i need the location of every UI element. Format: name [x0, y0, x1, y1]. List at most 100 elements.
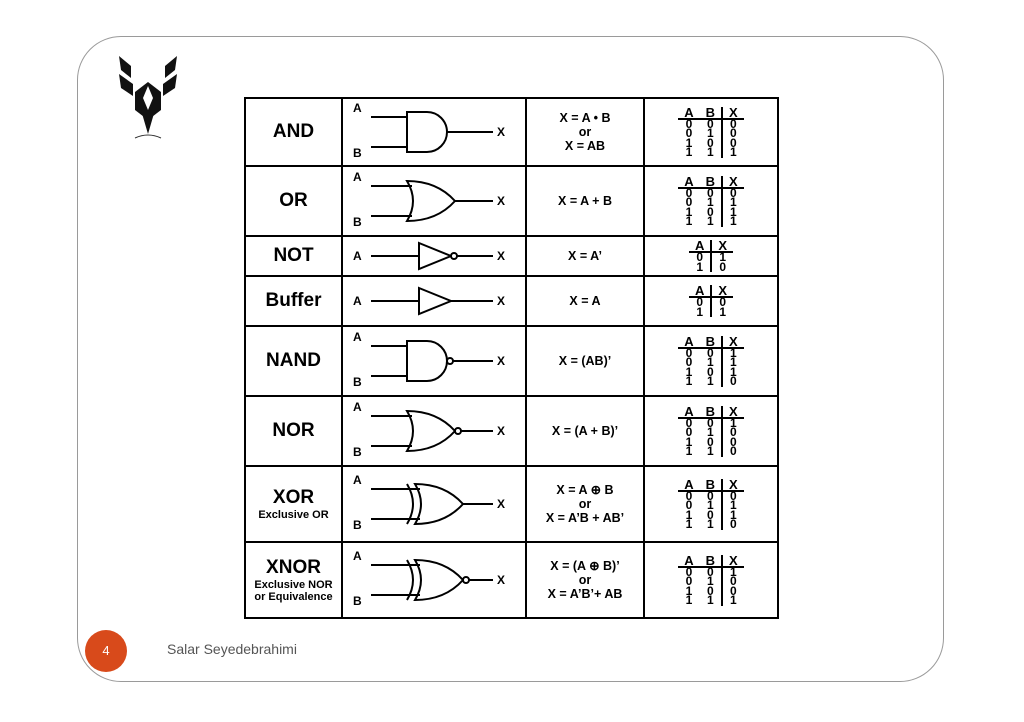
gate-subtitle: or Equivalence	[254, 591, 333, 603]
gate-name: XNOR	[266, 557, 321, 578]
gate-name-cell: NOR	[244, 395, 343, 467]
gate-name-cell: Buffer	[244, 275, 343, 327]
gate-name: NOT	[273, 245, 314, 266]
gate-expression: X = (A + B)’	[525, 395, 645, 467]
truth-table-header: X	[721, 554, 744, 568]
truth-table-value: 1	[707, 425, 714, 439]
input-a-label: A	[353, 249, 362, 263]
truth-table-value: 0	[707, 507, 714, 522]
input-a-label: A	[353, 549, 362, 563]
truth-table-value: 0	[685, 415, 693, 430]
output-x-label: X	[497, 125, 505, 139]
truth-table-value: 0	[685, 195, 693, 209]
truth-table-value: 1	[721, 146, 744, 158]
truth-table-value: 0	[710, 296, 734, 308]
truth-table-header: A	[678, 478, 700, 492]
truth-table-header: B	[699, 554, 723, 568]
truth-table-value: 0	[707, 583, 714, 598]
author-name: Salar Seyedebrahimi	[167, 641, 297, 657]
input-a-label: A	[353, 294, 362, 308]
gate-subtitle: Exclusive NOR	[254, 579, 333, 591]
truth-table-header: A	[678, 106, 700, 120]
truth-table-header: X	[721, 175, 744, 189]
truth-table-value: 0	[721, 518, 744, 530]
truth-table-header: A	[678, 335, 700, 349]
truth-table-header: B	[699, 478, 723, 492]
truth-table-value: 1	[721, 347, 744, 358]
gate-expression: X = A + B	[525, 165, 645, 237]
truth-table-value: 0	[685, 126, 693, 140]
truth-table-value: 0	[707, 116, 714, 131]
truth-table-value: 0	[721, 187, 744, 198]
truth-table-value: 1	[707, 214, 714, 228]
university-logo	[119, 56, 177, 139]
truth-table-value: 1	[721, 499, 744, 511]
gate-expression: X = (AB)’	[525, 325, 645, 397]
truth-table-value: 0	[721, 375, 744, 387]
truth-table-value: 1	[707, 374, 714, 388]
truth-table-value: 1	[707, 517, 714, 531]
truth-table-value: 1	[685, 135, 693, 150]
truth-table-value: 1	[685, 517, 693, 531]
truth-table-value: 0	[710, 261, 734, 272]
expression-line: X = A’B’+ AB	[547, 587, 623, 601]
truth-table-value: 1	[707, 444, 714, 458]
truth-table-value: 1	[707, 498, 714, 512]
truth-table-header: X	[710, 239, 734, 253]
output-x-label: X	[497, 354, 505, 368]
truth-table-header: X	[721, 335, 744, 349]
truth-table-value: 1	[721, 566, 744, 577]
output-x-label: X	[497, 497, 505, 511]
truth-table-header: B	[699, 405, 723, 419]
truth-table-value: 0	[707, 364, 714, 379]
output-x-label: X	[497, 424, 505, 438]
truth-table-header: A	[678, 554, 700, 568]
expression-line: X = A’B + AB’	[545, 511, 625, 525]
truth-table-value: 1	[696, 259, 703, 274]
input-b-label: B	[353, 445, 362, 459]
output-x-label: X	[497, 294, 505, 308]
truth-table-value: 1	[685, 364, 693, 379]
gate-name: XOR	[272, 487, 315, 508]
truth-table-value: 1	[707, 195, 714, 209]
truth-table-value: 0	[685, 564, 693, 579]
expression-line: X = A ⊕ B	[556, 483, 614, 497]
truth-table-header: X	[721, 106, 744, 120]
truth-table-value: 0	[721, 490, 744, 501]
truth-table-value: 1	[710, 251, 734, 263]
gate-name: NAND	[266, 350, 321, 371]
expression-line: or	[578, 125, 592, 139]
truth-table-value: 0	[721, 426, 744, 438]
truth-table-value: 1	[721, 509, 744, 520]
input-b-label: B	[353, 215, 362, 229]
input-a-label: A	[353, 330, 362, 344]
truth-table-value: 1	[721, 356, 744, 368]
expression-line: X = A’	[568, 249, 602, 263]
truth-table-header: A	[688, 239, 712, 253]
truth-table-value: 1	[685, 507, 693, 522]
expression-line: X = (A + B)’	[551, 424, 619, 438]
expression-line: X = AB	[564, 139, 606, 153]
gate-name-cell: AND	[244, 97, 343, 167]
gate-name-cell: NAND	[244, 325, 343, 397]
